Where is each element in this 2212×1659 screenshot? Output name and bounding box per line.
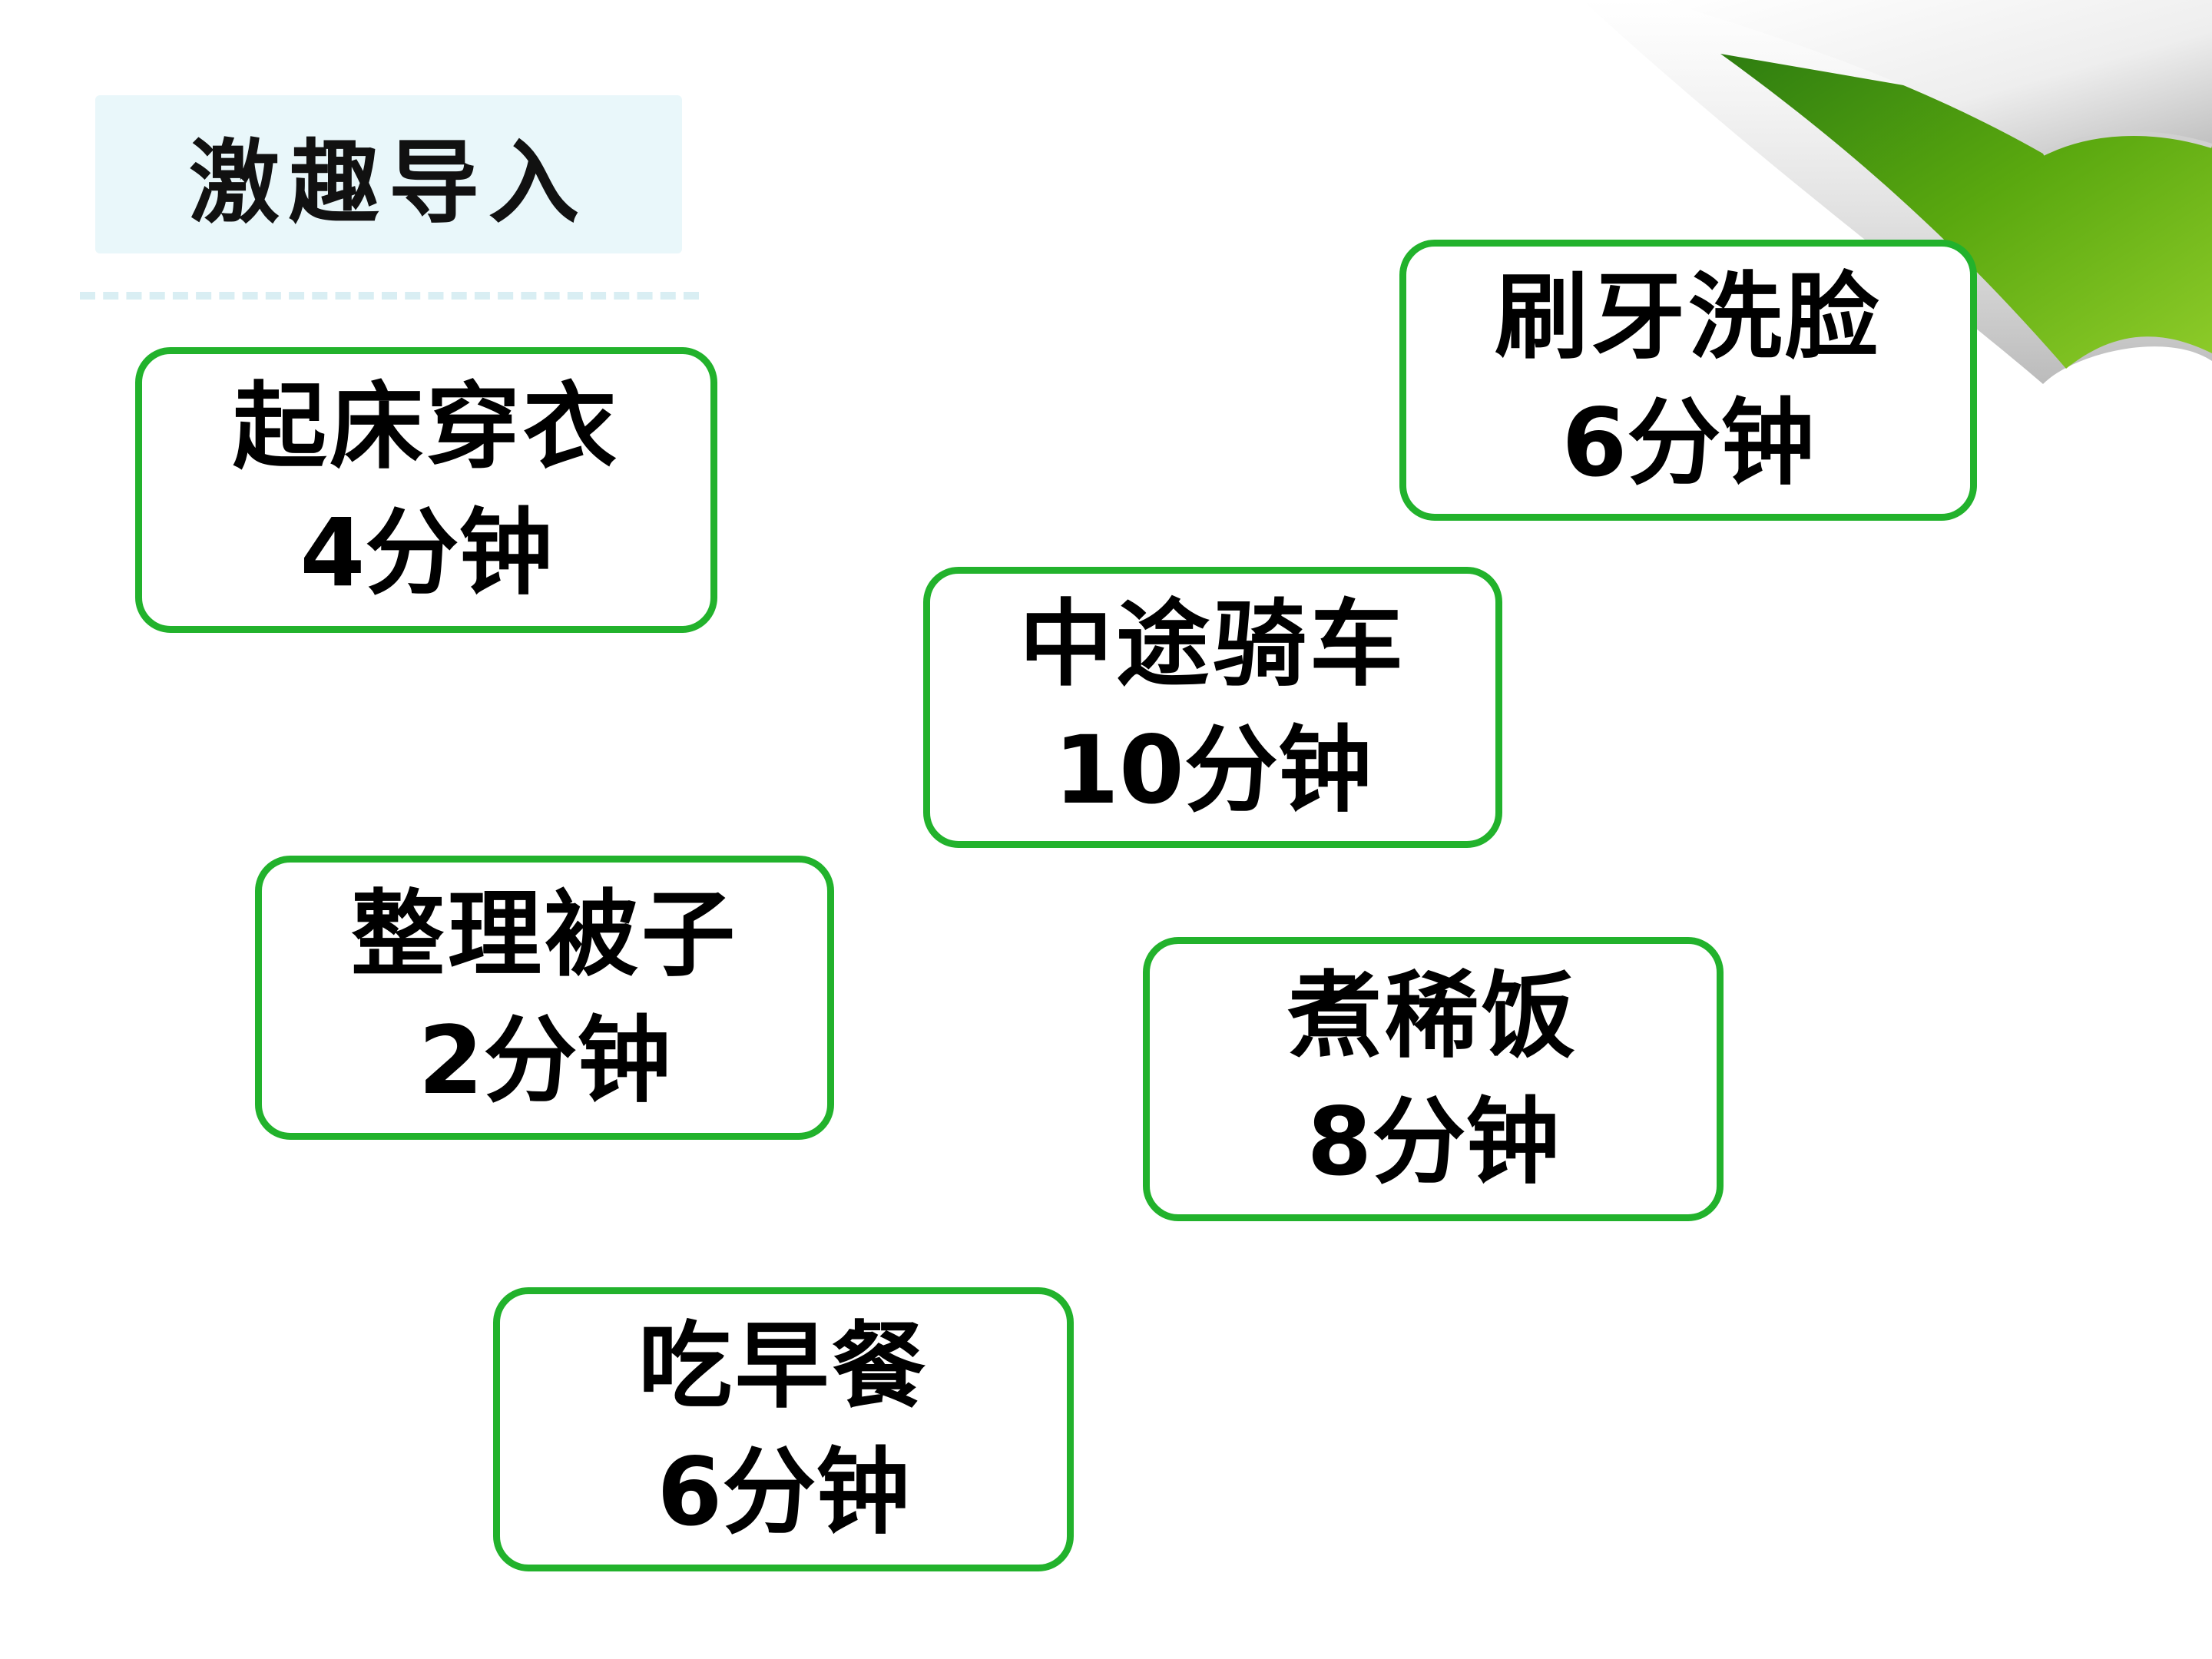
activity-label: 中途骑车	[1019, 588, 1406, 700]
activity-card-get-dressed: 起床穿衣 4分钟	[135, 347, 717, 633]
title-band: 激趣导入	[95, 95, 682, 253]
activity-label: 煮稀饭	[1288, 960, 1578, 1071]
activity-card-brush-wash: 刷牙洗脸 6分钟	[1399, 240, 1977, 521]
activity-card-cook-porridge: 煮稀饭 8分钟	[1143, 937, 1724, 1221]
page-title: 激趣导入	[188, 128, 588, 236]
title-divider	[80, 292, 699, 300]
activity-duration: 10分钟	[1054, 716, 1372, 825]
activity-duration: 6分钟	[1561, 389, 1815, 498]
activity-duration: 8分钟	[1306, 1088, 1560, 1197]
activity-card-make-bed: 整理被子 2分钟	[255, 856, 834, 1140]
activity-label: 整理被子	[351, 879, 738, 990]
activity-card-eat-breakfast: 吃早餐 6分钟	[493, 1287, 1074, 1571]
activity-duration: 4分钟	[300, 498, 553, 608]
activity-duration: 6分钟	[657, 1438, 910, 1547]
activity-label: 刷牙洗脸	[1495, 261, 1882, 373]
activity-label: 吃早餐	[638, 1310, 929, 1422]
activity-duration: 2分钟	[418, 1006, 671, 1115]
activity-label: 起床穿衣	[233, 371, 620, 482]
activity-card-ride-bike: 中途骑车 10分钟	[923, 567, 1502, 848]
